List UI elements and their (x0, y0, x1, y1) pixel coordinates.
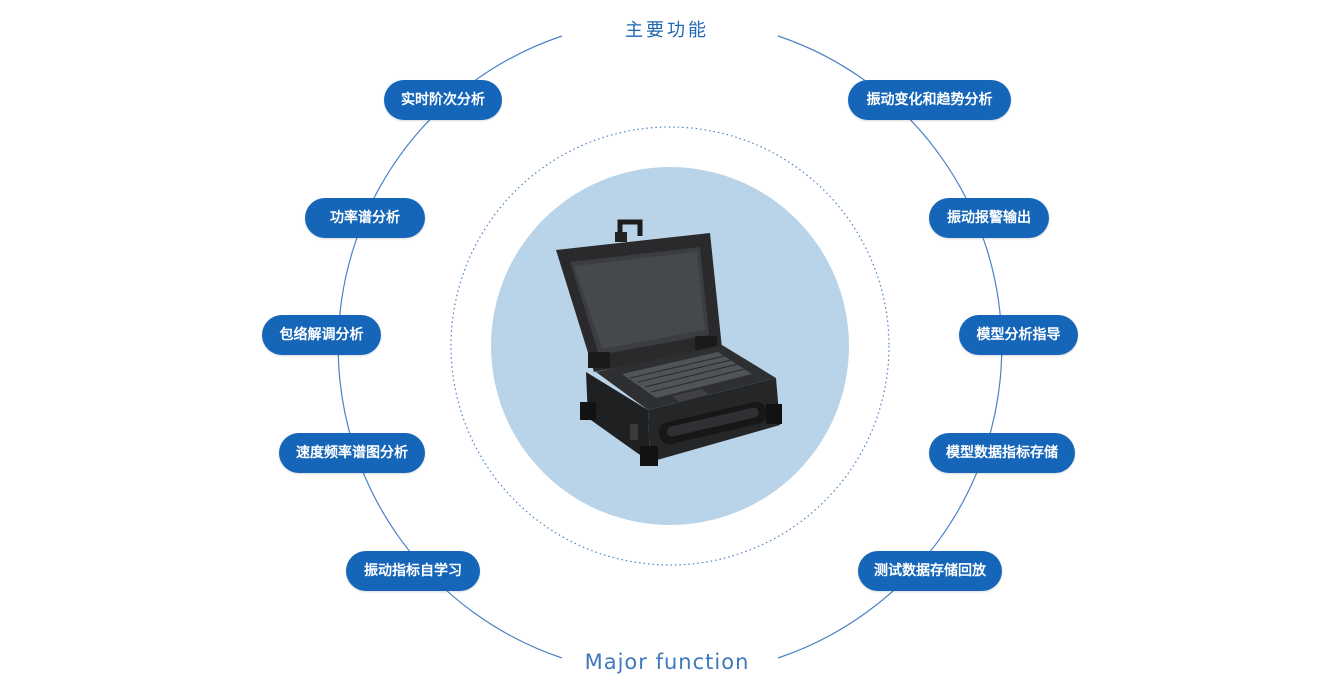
function-pill-power-spectrum-analysis[interactable]: 功率谱分析 (305, 198, 425, 238)
function-pill-vibration-alarm-output[interactable]: 振动报警输出 (929, 198, 1049, 238)
function-pill-speed-frequency-spectrum[interactable]: 速度频率谱图分析 (279, 433, 425, 473)
diagram-title-zh: 主要功能 (625, 20, 709, 41)
function-pill-model-data-storage[interactable]: 模型数据指标存储 (929, 433, 1075, 473)
inner-dotted-ring (450, 126, 890, 566)
function-pill-realtime-order-analysis[interactable]: 实时阶次分析 (384, 80, 502, 120)
function-pill-model-analysis-guidance[interactable]: 模型分析指导 (959, 315, 1078, 355)
function-pill-envelope-demodulation[interactable]: 包络解调分析 (262, 315, 381, 355)
function-pill-vibration-index-self-learning[interactable]: 振动指标自学习 (346, 551, 480, 591)
diagram-title-en: Major function (584, 650, 750, 674)
function-pill-test-data-playback[interactable]: 测试数据存储回放 (858, 551, 1002, 591)
rugged-laptop-icon (556, 219, 782, 466)
function-pill-vibration-trend-analysis[interactable]: 振动变化和趋势分析 (848, 80, 1011, 120)
